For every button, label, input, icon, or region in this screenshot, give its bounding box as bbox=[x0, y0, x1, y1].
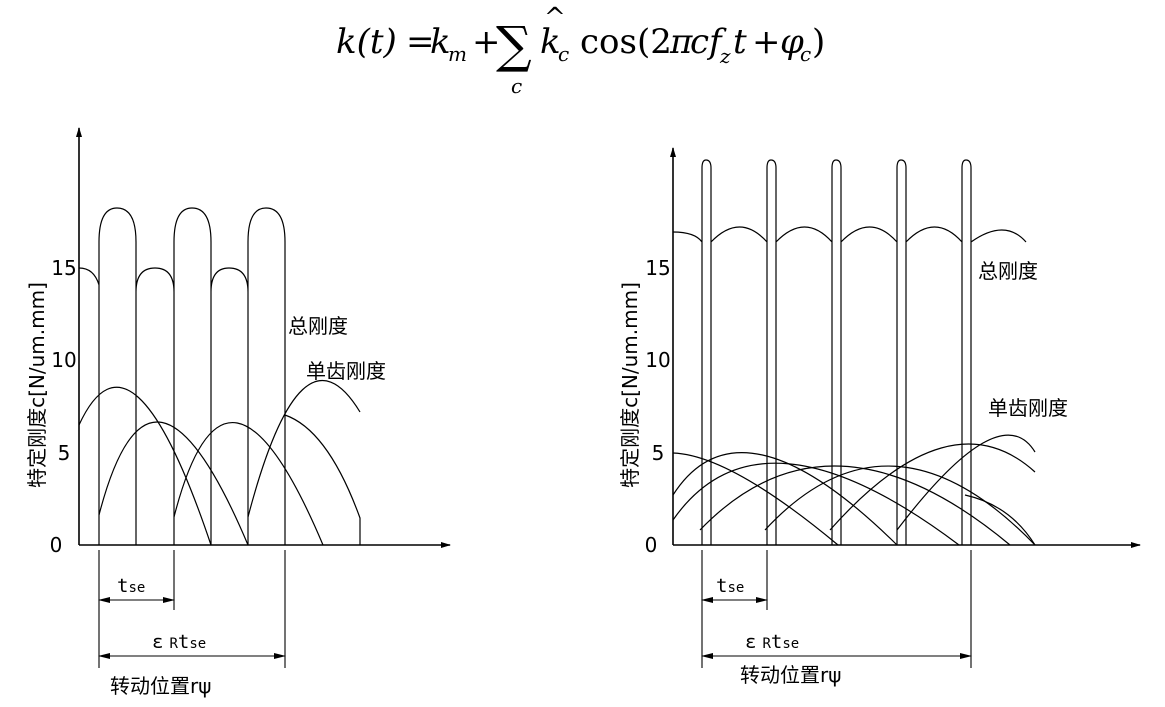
formula-kc-hat: ^ bbox=[544, 3, 566, 33]
left-total-stiffness-curve bbox=[78, 207, 286, 545]
right-single-tooth-curve-7 bbox=[896, 434, 1036, 531]
formula-close: ) bbox=[812, 22, 825, 62]
formula-plus-1: + bbox=[472, 22, 501, 62]
left-label-single-tooth-stiffness: 单齿刚度 bbox=[306, 359, 386, 383]
formula-equals: = bbox=[406, 22, 435, 62]
formula-cos: cos(2 bbox=[580, 22, 672, 62]
formula-pi: π bbox=[669, 22, 693, 62]
left-tick-10: 10 bbox=[51, 348, 76, 372]
left-x-axis-title: 转动位置rψ bbox=[110, 674, 211, 698]
formula-phi: φ bbox=[780, 22, 804, 62]
right-single-tooth-curve-3 bbox=[672, 462, 960, 546]
formula-sum-symbol: ∑ bbox=[496, 16, 532, 74]
formula-t: t bbox=[733, 22, 747, 62]
left-single-tooth-curve-1 bbox=[78, 386, 212, 546]
right-tick-15: 15 bbox=[645, 256, 670, 280]
right-y-axis-title: 特定刚度c[N/um.mm] bbox=[618, 282, 642, 488]
right-x-axis-title: 转动位置rψ bbox=[740, 663, 841, 687]
formula-phi-sub: c bbox=[800, 42, 811, 66]
right-tick-10: 10 bbox=[645, 348, 670, 372]
mesh-stiffness-formula: k(t) = k m + ∑ c k ^ c cos(2 π cf z t + … bbox=[336, 3, 825, 98]
right-label-single-tooth-stiffness: 单齿刚度 bbox=[988, 396, 1068, 420]
formula-cf: cf bbox=[690, 22, 727, 62]
formula-kc-sub: c bbox=[558, 42, 569, 66]
formula-lhs: k(t) bbox=[336, 22, 397, 62]
left-tick-0: 0 bbox=[50, 533, 63, 557]
left-single-tooth-curve-2 bbox=[98, 421, 249, 546]
right-single-tooth-curve-5 bbox=[764, 465, 1036, 546]
right-tick-0: 0 bbox=[645, 533, 658, 557]
right-single-tooth-tail bbox=[964, 494, 1036, 546]
left-single-tooth-curve-4 bbox=[247, 380, 361, 518]
formula-km-sub: m bbox=[448, 42, 467, 66]
formula-plus-2: + bbox=[752, 22, 781, 62]
formula-km-base: k bbox=[430, 22, 451, 62]
right-tick-5: 5 bbox=[652, 441, 665, 465]
right-tse-label: tse bbox=[716, 575, 744, 597]
right-label-total-stiffness: 总刚度 bbox=[978, 259, 1038, 283]
right-total-stiffness-curve bbox=[672, 159, 1027, 545]
left-tick-15: 15 bbox=[51, 256, 76, 280]
left-tse-label: tse bbox=[117, 575, 145, 597]
right-single-tooth-curve-1 bbox=[672, 452, 839, 546]
formula-sum-index: c bbox=[511, 74, 522, 98]
right-single-tooth-curve-6 bbox=[829, 443, 1036, 531]
right-single-tooth-curve-4 bbox=[699, 465, 1011, 546]
left-label-total-stiffness: 总刚度 bbox=[288, 314, 348, 338]
left-tick-5: 5 bbox=[58, 441, 71, 465]
left-single-tooth-tail bbox=[284, 414, 361, 545]
left-y-axis-title: 特定刚度c[N/um.mm] bbox=[25, 282, 49, 488]
formula-kc-base: k bbox=[540, 22, 561, 62]
formula-fz-sub: z bbox=[719, 44, 731, 68]
right-single-tooth-curve-2 bbox=[672, 452, 898, 546]
left-single-tooth-curve-3 bbox=[173, 421, 324, 546]
